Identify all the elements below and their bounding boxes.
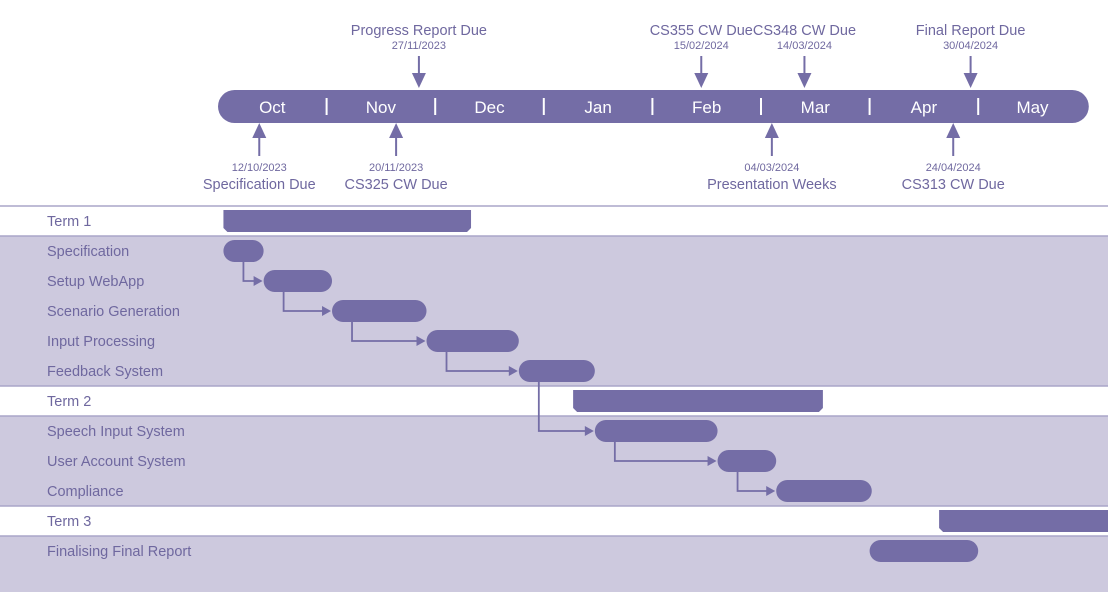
row-label-finalising-final-report: Finalising Final Report: [47, 544, 191, 560]
row-band: [0, 236, 1108, 266]
dependency-arrow: [416, 336, 426, 346]
month-label-dec: Dec: [474, 98, 505, 117]
task-bar-scenario-generation: [332, 300, 427, 322]
task-bar-speech-input-system: [594, 420, 718, 442]
milestone-cs348-date: 14/03/2024: [777, 40, 832, 52]
task-bar-input-processing: [426, 330, 519, 352]
row-band: [0, 446, 1108, 476]
milestone-presentation-arrow: [764, 123, 779, 138]
row-band: [0, 266, 1108, 296]
task-bar-setup-webapp: [263, 270, 333, 292]
dependency-arrow: [253, 276, 263, 286]
milestone-final-report-arrow: [963, 73, 978, 88]
month-label-mar: Mar: [801, 98, 831, 117]
dependency-arrow: [707, 456, 717, 466]
row-label-user-account-system: User Account System: [47, 454, 186, 470]
milestone-presentation-date: 04/03/2024: [744, 162, 799, 174]
month-label-feb: Feb: [692, 98, 721, 117]
task-bar-specification: [223, 240, 264, 262]
milestone-specification-date: 12/10/2023: [232, 162, 287, 174]
milestone-final-report-date: 30/04/2024: [943, 40, 998, 52]
milestone-presentation-label: Presentation Weeks: [707, 177, 837, 193]
dependency-line: [351, 322, 419, 342]
milestone-final-report-label: Final Report Due: [916, 23, 1026, 39]
task-bar-user-account-system: [717, 450, 777, 472]
row-label-feedback-system: Feedback System: [47, 364, 163, 380]
dependency-line: [282, 292, 325, 312]
term-bar-term-3: [939, 510, 1108, 532]
milestone-cs355-label: CS355 CW Due: [650, 23, 753, 39]
row-band: [0, 476, 1108, 506]
milestone-specification-label: Specification Due: [203, 177, 316, 193]
dependency-line: [537, 382, 587, 432]
month-label-oct: Oct: [259, 98, 286, 117]
dependency-arrow: [584, 426, 594, 436]
milestone-cs348-arrow: [797, 73, 812, 88]
month-label-nov: Nov: [366, 98, 397, 117]
milestone-cs325-label: CS325 CW Due: [345, 177, 448, 193]
milestone-cs313-date: 24/04/2024: [926, 162, 981, 174]
milestone-cs313-arrow: [946, 123, 961, 138]
dependency-arrow: [322, 306, 332, 316]
task-bar-feedback-system: [518, 360, 595, 382]
row-label-term-3: Term 3: [47, 514, 91, 530]
row-label-scenario-generation: Scenario Generation: [47, 304, 180, 320]
row-label-compliance: Compliance: [47, 484, 124, 500]
milestone-specification-arrow: [252, 123, 267, 138]
row-label-term-2: Term 2: [47, 394, 91, 410]
milestone-cs348-label: CS348 CW Due: [753, 23, 856, 39]
row-band: [0, 296, 1108, 326]
dependency-arrow: [766, 486, 776, 496]
task-bar-finalising-final-report: [869, 540, 979, 562]
row-band: [0, 326, 1108, 356]
milestone-progress-report-date: 27/11/2023: [392, 40, 446, 52]
dependency-line: [242, 262, 256, 282]
term-bar-term-2: [573, 390, 823, 412]
milestone-cs325-arrow: [389, 123, 404, 138]
row-band: [0, 566, 1108, 592]
milestone-progress-report-arrow: [411, 73, 426, 88]
milestone-cs355-date: 15/02/2024: [674, 40, 729, 52]
month-label-jan: Jan: [584, 98, 611, 117]
row-label-term-1: Term 1: [47, 214, 91, 230]
month-label-may: May: [1016, 98, 1049, 117]
milestone-progress-report-label: Progress Report Due: [351, 23, 487, 39]
task-bar-compliance: [776, 480, 872, 502]
month-label-apr: Apr: [911, 98, 938, 117]
term-bar-term-1: [223, 210, 472, 232]
row-label-input-processing: Input Processing: [47, 334, 155, 350]
dependency-line: [613, 442, 710, 462]
milestone-cs325-date: 20/11/2023: [369, 162, 423, 174]
row-label-specification: Specification: [47, 244, 129, 260]
dependency-line: [736, 472, 769, 492]
milestone-cs355-arrow: [694, 73, 709, 88]
row-label-speech-input-system: Speech Input System: [47, 424, 185, 440]
dependency-line: [445, 352, 511, 372]
row-label-setup-webapp: Setup WebApp: [47, 274, 144, 290]
milestone-cs313-label: CS313 CW Due: [902, 177, 1005, 193]
dependency-arrow: [508, 366, 518, 376]
